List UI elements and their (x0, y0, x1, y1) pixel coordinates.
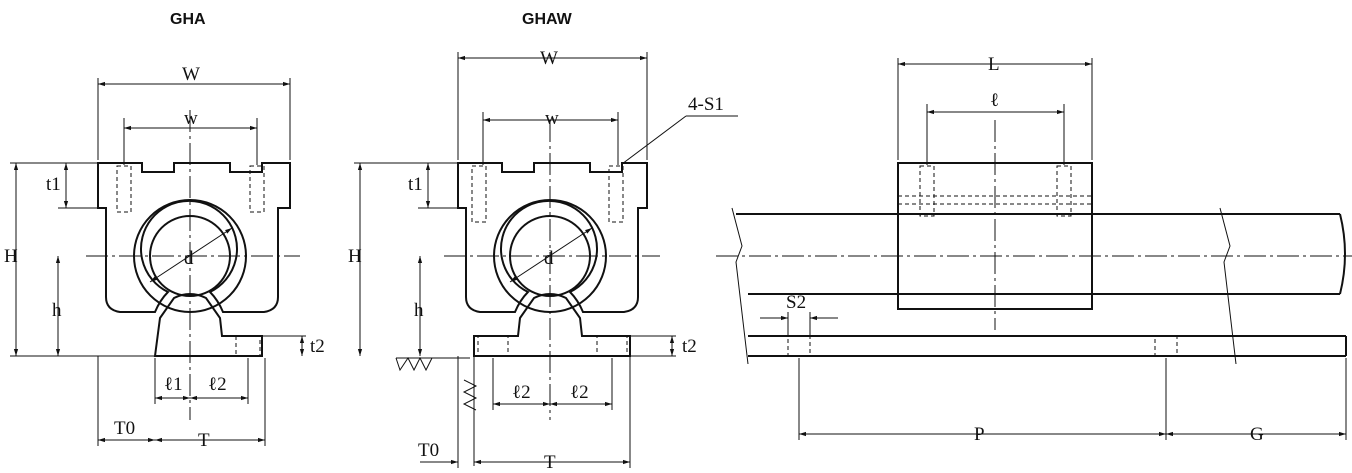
ghaw-dim-w: w (545, 108, 559, 129)
ghaw-tap-left (471, 165, 487, 223)
ghaw-label-4-S1: 4-S1 (688, 94, 724, 115)
ghaw-dim-l2-left: ℓ2 (512, 382, 531, 403)
gha-dim-W: W (182, 64, 200, 85)
gha-dim-T0: T0 (114, 418, 135, 439)
ghaw-support (473, 293, 631, 357)
ghaw-dim-H: H (348, 246, 362, 267)
side-dim-S2: S2 (786, 292, 806, 313)
gha-dim-l1: ℓ1 (164, 374, 183, 395)
ghaw-tap-right (608, 165, 624, 223)
ghaw-dim-t2: t2 (682, 336, 697, 357)
gha-dim-d: d (184, 248, 194, 269)
ghaw-dim-d: d (544, 248, 554, 269)
side-tap-left (919, 165, 935, 217)
ghaw-dim-h: h (414, 300, 424, 321)
gha-dim-l2: ℓ2 (208, 374, 227, 395)
gha-view: GHA W w H t1 h d t2 (4, 11, 325, 451)
gha-title: GHA (170, 11, 206, 28)
ghaw-dim-l2-right: ℓ2 (570, 382, 589, 403)
ghaw-view: GHAW W w 4-S1 H t1 h (348, 11, 738, 473)
ghaw-dim-W: W (540, 48, 558, 69)
side-dim-L: L (988, 54, 1000, 75)
ghaw-dim-t1: t1 (408, 174, 423, 195)
rail-hole-left (787, 335, 811, 357)
side-tap-right (1056, 165, 1072, 217)
rail-hole-right (1154, 335, 1178, 357)
ghaw-surface-mark-bottom (395, 356, 433, 372)
ghaw-bolt-hole-right (596, 335, 628, 357)
ghaw-bolt-hole-left (477, 335, 509, 357)
ghaw-dim-T: T (544, 452, 556, 473)
side-view: L ℓ S2 P G (716, 54, 1352, 445)
break-right (1219, 207, 1237, 365)
side-dim-l: ℓ (990, 90, 999, 111)
shaft-end (1339, 213, 1346, 295)
gha-tap-right (249, 165, 265, 213)
gha-dim-w: w (184, 108, 198, 129)
ghaw-dim-T0: T0 (418, 440, 439, 461)
gha-dim-T: T (198, 430, 210, 451)
break-left (731, 207, 749, 365)
ghaw-title: GHAW (522, 11, 573, 28)
gha-body-outline (97, 162, 291, 313)
side-dim-P: P (974, 424, 985, 445)
gha-dim-H: H (4, 246, 18, 267)
gha-support (153, 293, 263, 357)
gha-dim-h: h (52, 300, 62, 321)
gha-bolt-hole (235, 335, 261, 357)
side-dim-G: G (1250, 424, 1264, 445)
gha-dim-t2: t2 (310, 336, 325, 357)
gha-dim-t1: t1 (46, 174, 61, 195)
gha-tap-left (116, 165, 132, 213)
ghaw-body-outline (457, 162, 648, 313)
